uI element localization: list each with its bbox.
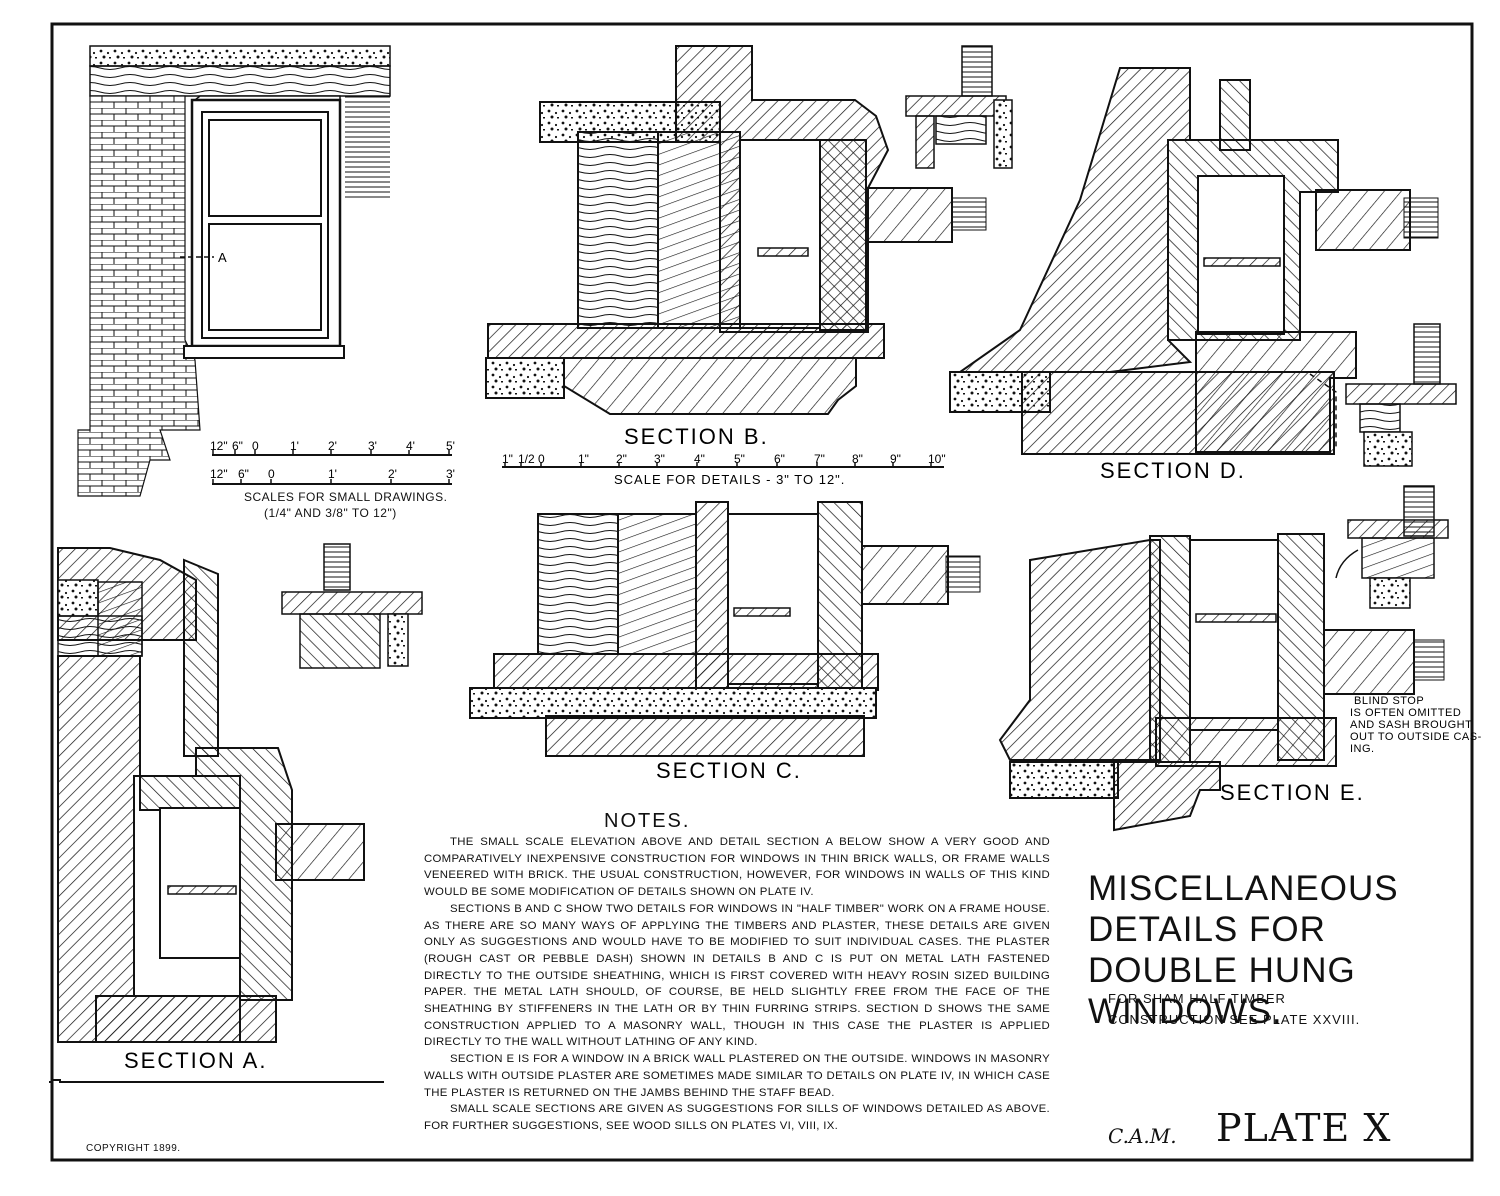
section-c-label: SECTION C. — [656, 758, 802, 783]
plate-number: PLATE X — [1216, 1106, 1392, 1150]
blind-stop-note-line: IS OFTEN OMITTED — [1350, 707, 1461, 719]
section-a-drawing — [57, 547, 365, 1043]
signature: C.A.M. — [1108, 1124, 1177, 1148]
scale-tick-label: 12" — [210, 467, 228, 481]
small-scales-subtitle: (1/4" AND 3/8" TO 12") — [264, 506, 397, 520]
scale-tick-label: 9" — [890, 452, 901, 466]
section-b-drawing — [485, 45, 987, 415]
notes-title: NOTES. — [604, 810, 691, 832]
plate-subtitle: FOR SHAM HALF TIMBER CONSTRUCTION SEE PL… — [1108, 991, 1361, 1027]
sill-detail-a — [281, 543, 423, 669]
scale-tick-label: 8" — [852, 452, 863, 466]
blind-stop-note-line: ING. — [1350, 743, 1375, 755]
small-scale-bars — [212, 454, 452, 485]
small-scale-row1: 12" 6" 0 1' 2' 3' 4' 5' — [210, 439, 455, 455]
scale-tick-label: 1" — [578, 452, 589, 466]
scale-tick-label: 1/2 — [518, 452, 535, 466]
scale-tick-label: 2' — [388, 467, 397, 481]
section-b-label: SECTION B. — [624, 424, 769, 449]
scale-tick-label: 0 — [268, 467, 275, 481]
scale-tick-label: 0 — [252, 439, 259, 453]
blind-stop-note-line: OUT TO OUTSIDE CAS- — [1350, 731, 1482, 743]
scale-tick-label: 1' — [328, 467, 337, 481]
scale-tick-label: 3" — [654, 452, 665, 466]
sill-detail-b — [905, 45, 1013, 169]
small-scale-row2: 12" 6" 0 1' 2' 3' — [210, 467, 455, 484]
section-e-label: SECTION E. — [1220, 780, 1365, 805]
elevation-drawing — [77, 45, 391, 497]
section-d-drawing — [949, 67, 1439, 455]
notes-body: THE SMALL SCALE ELEVATION ABOVE AND DETA… — [424, 834, 1050, 1135]
scale-tick-label: 0 — [538, 452, 545, 466]
scale-tick-label: 4" — [694, 452, 705, 466]
plate-border — [50, 22, 1474, 1162]
small-scales-title: SCALES FOR SMALL DRAWINGS. — [244, 490, 448, 504]
scale-tick-label: 1" — [502, 452, 513, 466]
plate-title: MISCELLANEOUS DETAILS FOR DOUBLE HUNG WI… — [1088, 869, 1399, 1031]
blind-stop-note-line: AND SASH BROUGHT — [1350, 719, 1472, 731]
notes-paragraph: SMALL SCALE SECTIONS ARE GIVEN AS SUGGES… — [424, 1103, 1050, 1132]
sill-detail-d — [1345, 323, 1457, 467]
detail-scale-title: SCALE FOR DETAILS - 3" TO 12". — [614, 472, 845, 487]
section-a-label: SECTION A. — [124, 1048, 267, 1073]
scale-tick-label: 6" — [238, 467, 249, 481]
sill-detail-e — [1335, 485, 1449, 609]
copyright-notice: COPYRIGHT 1899. — [86, 1143, 181, 1154]
scale-tick-label: 1' — [290, 439, 299, 453]
elevation-marker: A — [218, 250, 227, 265]
scale-tick-label: 5' — [446, 439, 455, 453]
scale-tick-label: 2" — [616, 452, 627, 466]
section-c-drawing — [469, 501, 981, 757]
scale-tick-label: 12" — [210, 439, 228, 453]
section-a-corner-line — [49, 1079, 384, 1083]
scale-tick-label: 7" — [814, 452, 825, 466]
scale-tick-label: 4' — [406, 439, 415, 453]
notes-paragraph: SECTIONS B AND C SHOW TWO DETAILS FOR WI… — [424, 902, 1050, 1049]
scale-tick-label: 6" — [232, 439, 243, 453]
scale-tick-label: 10" — [928, 452, 946, 466]
scale-tick-label: 3' — [446, 467, 455, 481]
blind-stop-note-line: BLIND STOP — [1354, 695, 1424, 707]
section-d-label: SECTION D. — [1100, 458, 1246, 483]
scale-tick-label: 2' — [328, 439, 337, 453]
scale-tick-label: 3' — [368, 439, 377, 453]
notes-paragraph: SECTION E IS FOR A WINDOW IN A BRICK WAL… — [424, 1053, 1050, 1099]
section-e-drawing — [998, 533, 1445, 832]
scale-tick-label: 6" — [774, 452, 785, 466]
scale-tick-label: 5" — [734, 452, 745, 466]
notes-paragraph: THE SMALL SCALE ELEVATION ABOVE AND DETA… — [424, 836, 1050, 899]
